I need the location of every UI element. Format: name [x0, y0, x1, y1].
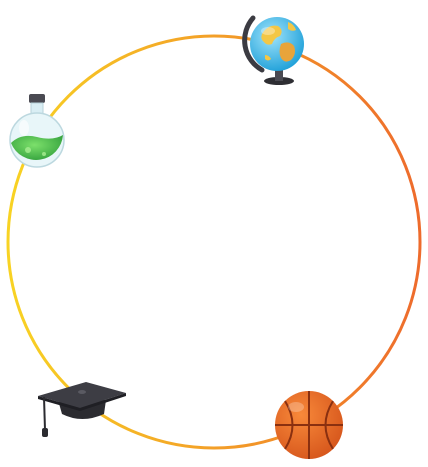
flask-icon — [9, 94, 65, 168]
globe-icon — [242, 15, 304, 85]
cycle-ring — [6, 34, 422, 450]
basketball-icon — [275, 391, 343, 459]
graduation-cap-icon — [38, 382, 126, 437]
